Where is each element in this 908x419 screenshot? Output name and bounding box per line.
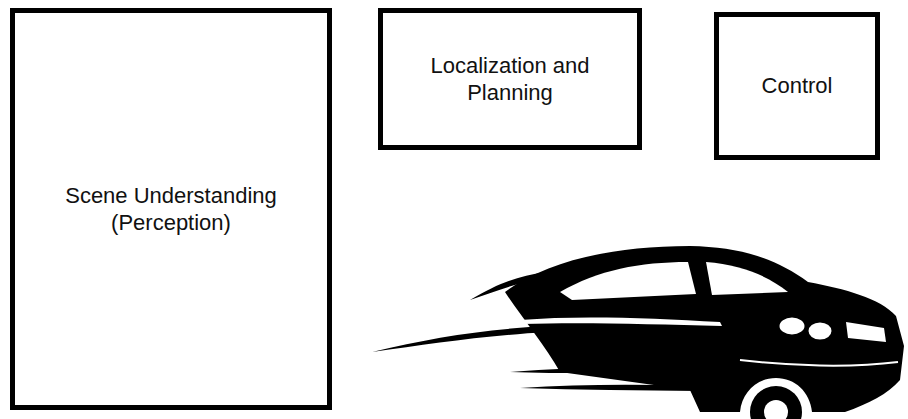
car-wheel [750,386,802,419]
box-label: Scene Understanding (Perception) [37,182,305,237]
process-box: Control [714,12,880,160]
car-bumper-line [740,360,898,366]
car-headlight [807,321,833,341]
car-window [560,262,696,300]
process-box: Localization and Planning [378,8,642,150]
car-hub [764,400,788,419]
box-label: Localization and Planning [405,52,615,107]
car-sweep [520,317,722,326]
process-box: Scene Understanding (Perception) [10,8,332,410]
car-headlight [778,316,806,336]
car-window [706,262,788,295]
speed-line [372,326,548,352]
box-label: Control [762,72,833,100]
car-grille [846,322,886,342]
car-body [505,246,904,412]
